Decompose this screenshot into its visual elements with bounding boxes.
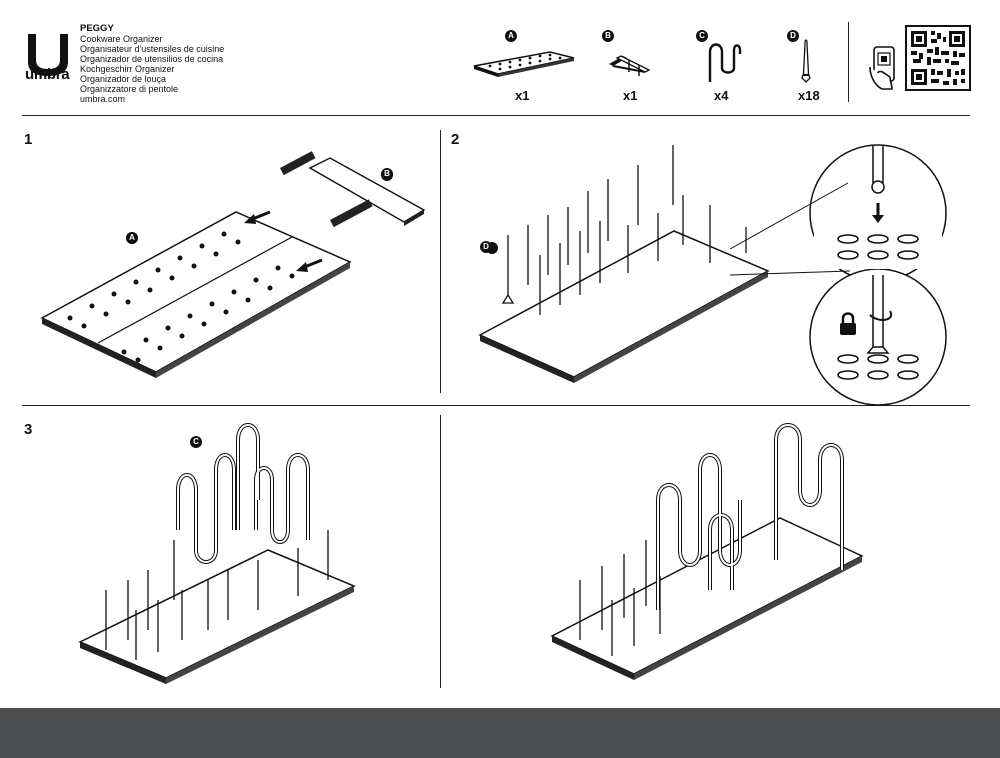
step-2-illustration: [478, 144, 947, 406]
product-description: Organizador de louça: [80, 74, 167, 84]
part-b: B x1: [595, 20, 685, 110]
product-description: Organizador de utensilios de cocina: [80, 54, 224, 64]
part-d: D x18: [785, 20, 875, 110]
peg-icon: [801, 39, 811, 83]
qr-code-icon: [905, 25, 971, 91]
part-quantity: x1: [515, 88, 530, 103]
part-letter-badge: D: [787, 30, 799, 42]
label-d-badge: D: [480, 241, 492, 253]
part-quantity: x1: [623, 88, 638, 103]
product-description: Cookware Organizer: [80, 34, 163, 44]
umbra-logo-icon: [28, 34, 68, 76]
product-description: Organizzatore di pentole: [80, 84, 179, 94]
step-number: 3: [24, 421, 33, 438]
product-name: PEGGY: [80, 23, 114, 34]
part-letter-badge: A: [505, 30, 517, 42]
header-rule: [22, 115, 970, 116]
step-3-illustration: [78, 423, 356, 684]
step-number: 2: [451, 131, 460, 148]
step-number: 1: [24, 131, 33, 148]
step-1-illustration: [40, 151, 426, 378]
part-c: C x4: [690, 20, 780, 110]
label-c-badge: C: [190, 436, 202, 448]
row-divider: [22, 405, 970, 406]
product-description: Kochgeschirr Organizer: [80, 64, 175, 74]
label-a-badge: A: [126, 232, 138, 244]
footer-bar: [0, 708, 1000, 758]
part-a: A x1: [470, 20, 575, 110]
column-divider: [440, 130, 441, 393]
base-plate-icon: [473, 51, 575, 77]
part-quantity: x18: [798, 88, 820, 103]
part-quantity: x4: [714, 88, 729, 103]
product-description: Organisateur d'ustensiles de cuisine: [80, 44, 225, 54]
brand-wordmark: umbra: [25, 66, 70, 83]
header: umbra PEGGY Cookware Organizer Organisat…: [0, 0, 1000, 115]
hook-icon: [708, 43, 742, 82]
column-divider: [440, 415, 441, 688]
parts-list: A x1 B x1 C: [460, 20, 840, 110]
part-letter-badge: C: [696, 30, 708, 42]
step-4-illustration: [550, 423, 864, 680]
connector-icon: [609, 55, 651, 76]
website-link[interactable]: umbra.com: [80, 94, 126, 104]
phone-scan-icon: [869, 46, 895, 90]
part-letter-badge: B: [602, 30, 614, 42]
label-b-badge: B: [381, 168, 393, 180]
product-info: PEGGY Cookware Organizer Organisateur d'…: [80, 23, 225, 105]
header-divider: [848, 22, 849, 102]
